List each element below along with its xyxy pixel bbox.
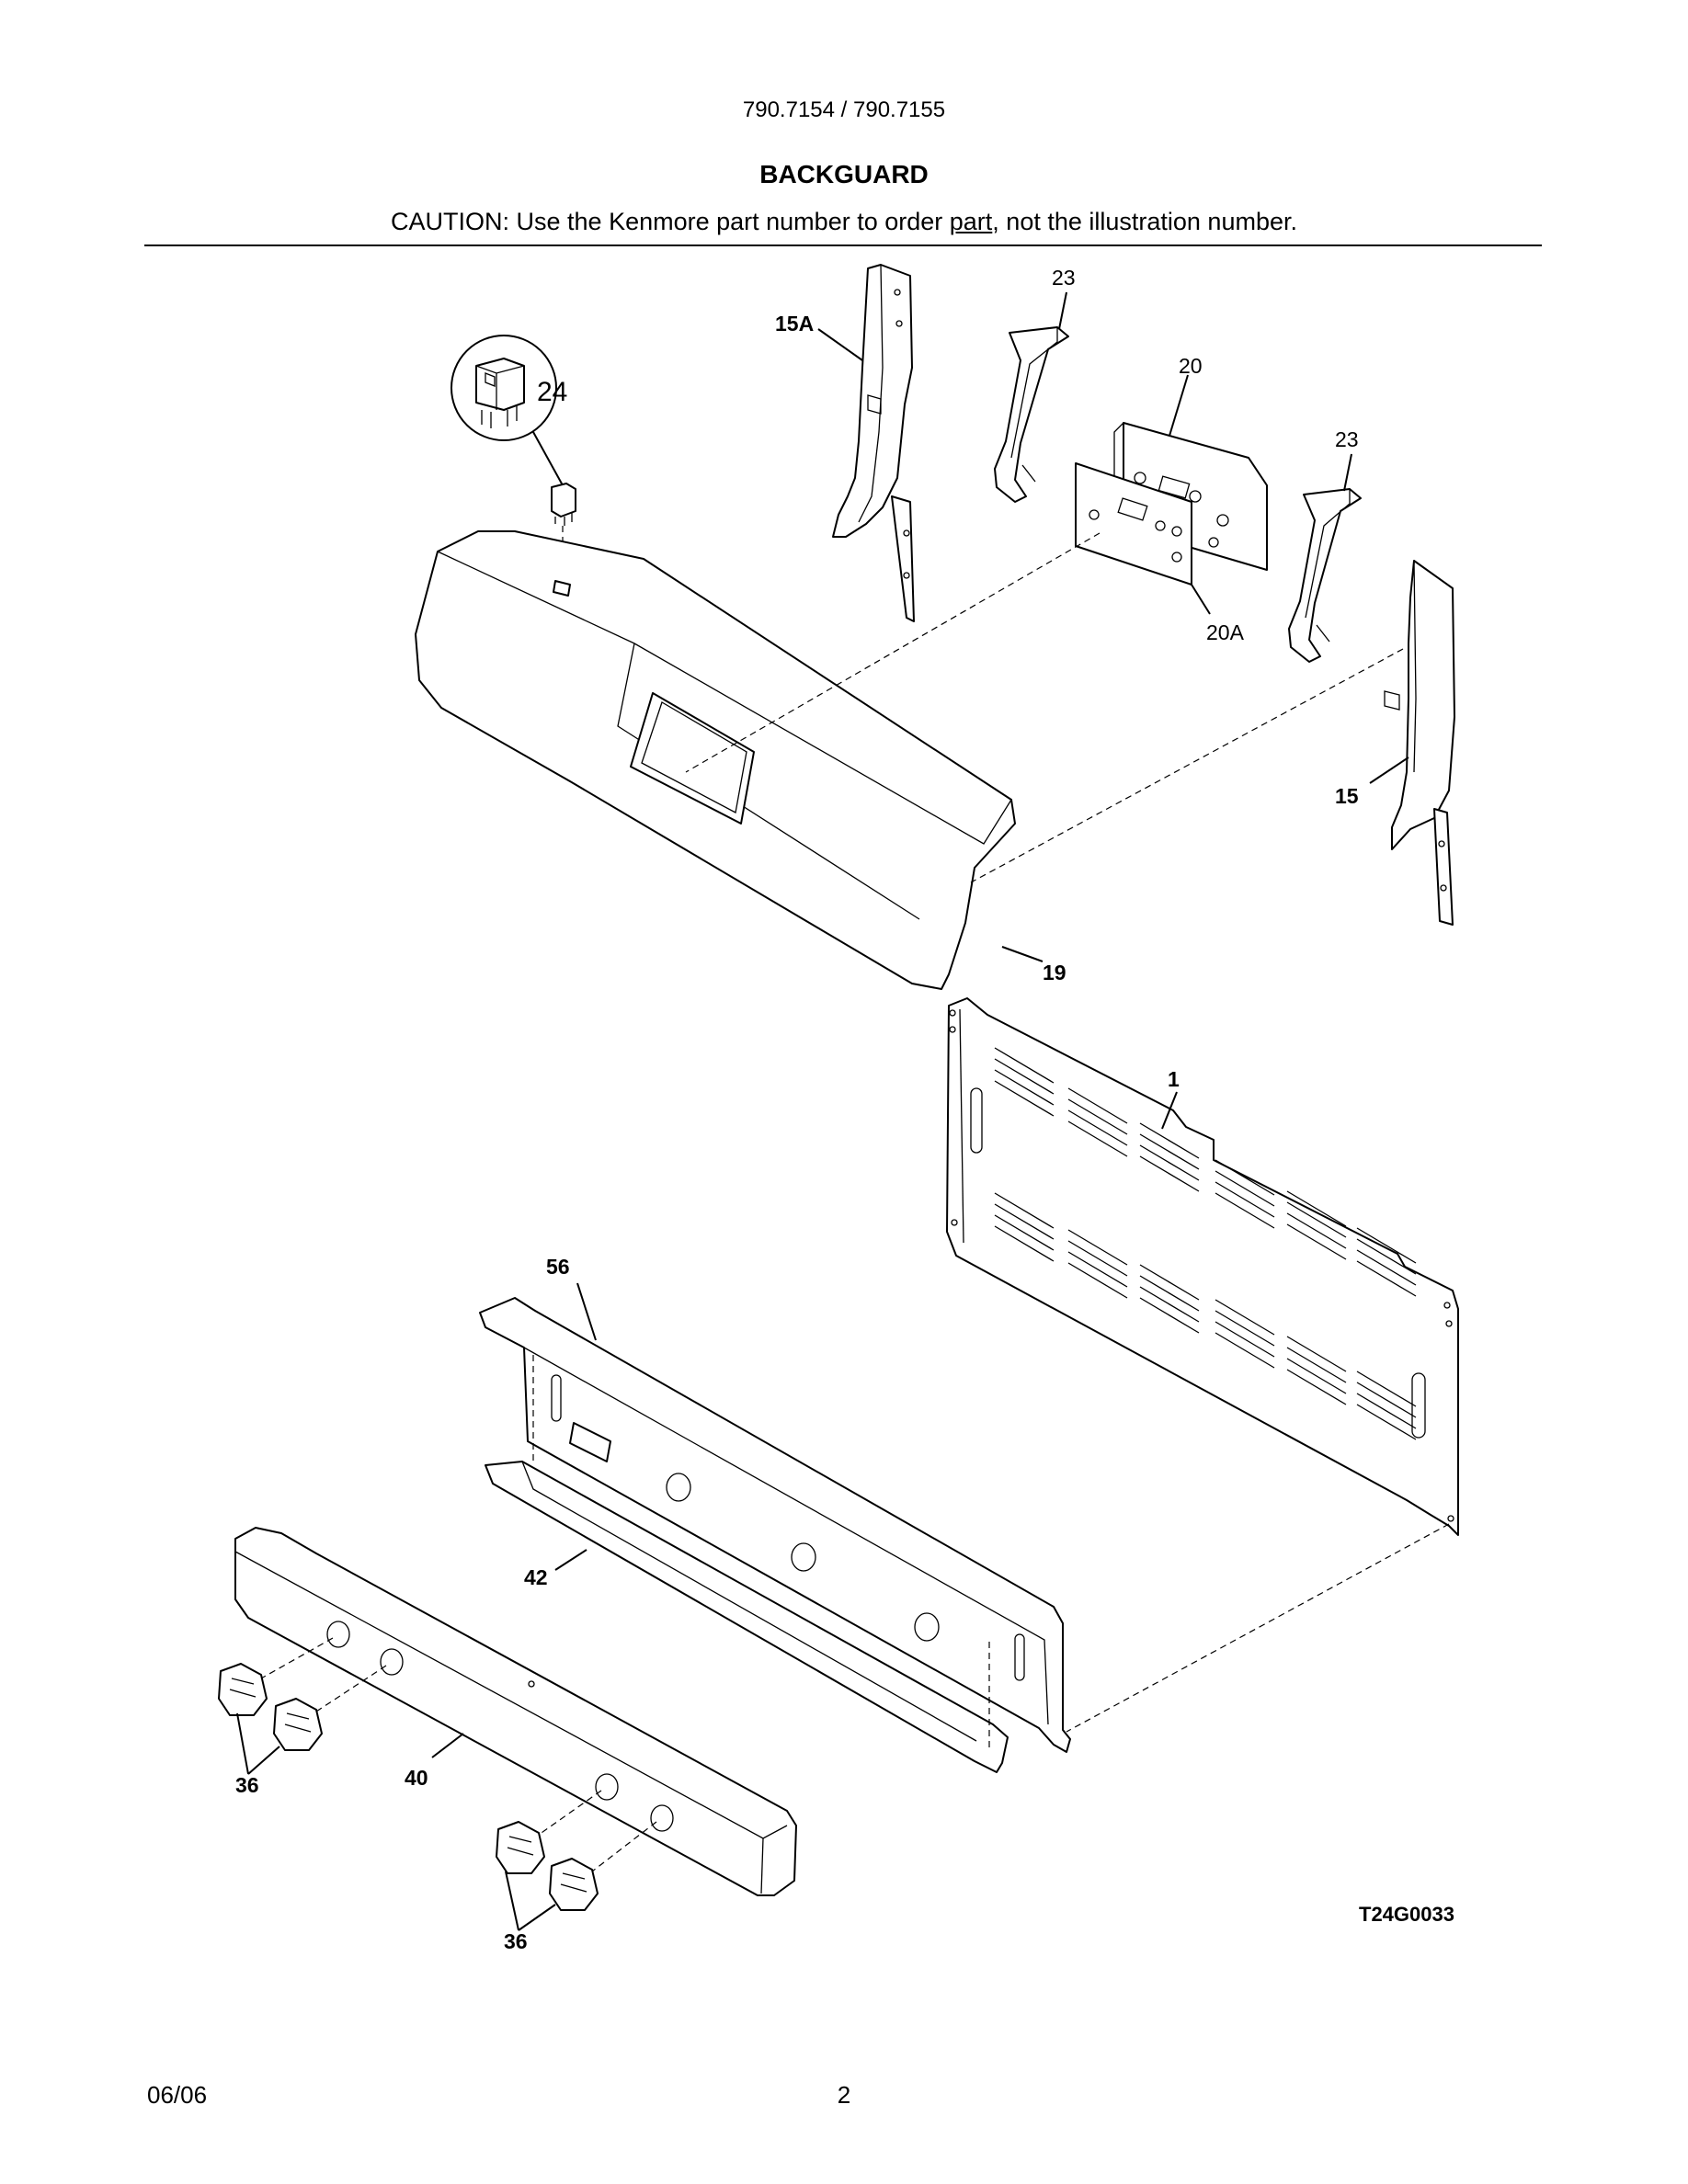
- model-number: 790.7154 / 790.7155: [742, 97, 946, 122]
- callout-20: 20: [1179, 354, 1203, 378]
- part-56-lower-bracket: [479, 1297, 1071, 1753]
- caution-prefix: CAUTION: Use the Kenmore part number to …: [391, 208, 950, 235]
- callout-20A: 20A: [1206, 620, 1245, 644]
- part-40-control-panel: [234, 1527, 797, 1896]
- footer-date: 06/06: [147, 2081, 208, 2109]
- upper-assembly-guides: [685, 532, 1404, 883]
- callout-labels: 15A 23 20 23 24 20A 15 19 1 56 42 40 36 …: [235, 266, 1359, 1953]
- part-36-knobs: [218, 1663, 599, 1911]
- callout-42: 42: [524, 1565, 548, 1589]
- part-19-backguard-console: [415, 530, 1016, 990]
- callout-36-right: 36: [504, 1929, 528, 1953]
- callout-23-right: 23: [1335, 427, 1359, 451]
- drawing-code: T24G0033: [1359, 1903, 1454, 1926]
- header-divider: [144, 245, 1542, 246]
- callout-23-left: 23: [1052, 266, 1076, 290]
- callout-19: 19: [1043, 961, 1066, 984]
- callout-24: 24: [537, 377, 567, 407]
- callout-36-left: 36: [235, 1773, 259, 1797]
- callout-56: 56: [546, 1255, 570, 1279]
- part-15A-left-end-cap: [832, 264, 915, 622]
- part-23-left-trim-bracket: [994, 326, 1069, 503]
- callout-40: 40: [405, 1766, 428, 1790]
- callout-15: 15: [1335, 784, 1359, 808]
- leader-lines: [236, 291, 1409, 1931]
- lower-assembly-guides: [260, 1355, 1450, 1872]
- part-15-right-end-cap: [1384, 560, 1455, 926]
- part-42-lower-trim: [485, 1461, 1009, 1773]
- page-title: BACKGUARD: [759, 160, 929, 188]
- callout-1: 1: [1168, 1067, 1180, 1091]
- caution-note: CAUTION: Use the Kenmore part number to …: [0, 208, 1688, 236]
- caution-underlined: part: [949, 208, 993, 235]
- callout-15A: 15A: [775, 312, 814, 336]
- caution-suffix: , not the illustration number.: [992, 208, 1297, 235]
- page-number: 2: [837, 2081, 851, 2109]
- part-1-rear-panel: [946, 997, 1459, 1536]
- part-23-right-trim-bracket: [1288, 488, 1362, 663]
